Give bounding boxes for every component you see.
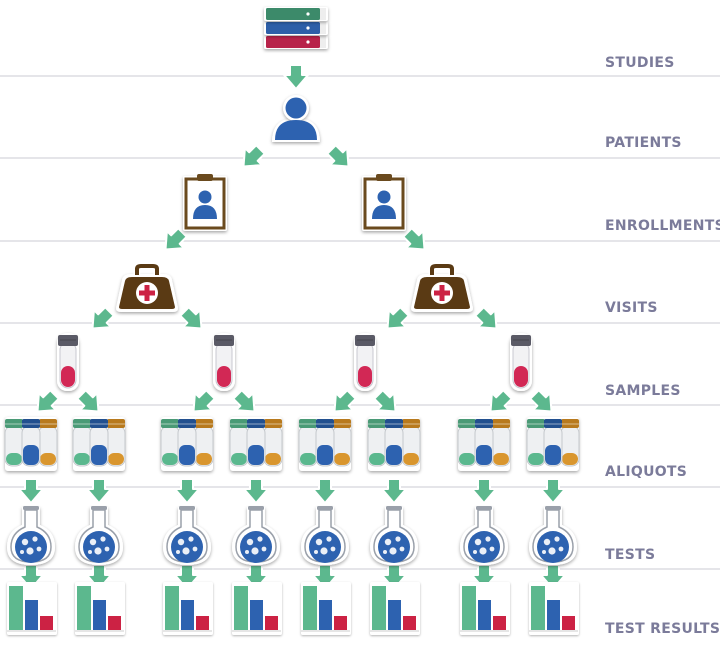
connector-arrow [373, 389, 397, 413]
level-label-samples: SAMPLES [605, 383, 681, 399]
connector-arrow [179, 306, 203, 330]
hierarchy-nodes [4, 7, 580, 635]
connector-arrow [18, 478, 44, 504]
test-tube-icon [57, 333, 79, 391]
level-label-test-results: TEST RESULTS [605, 621, 720, 637]
level-label-patients: PATIENTS [605, 135, 682, 151]
level-labels: STUDIES PATIENTS ENROLLMENTS VISITS SAMP… [605, 55, 720, 637]
connector-arrow [381, 478, 407, 504]
medical-bag-icon [411, 260, 473, 312]
level-separators [0, 75, 720, 570]
level-label-aliquots: ALIQUOTS [605, 464, 687, 480]
aliquot-tubes-icon [160, 417, 214, 471]
bar-chart-icon [75, 582, 125, 635]
aliquot-tubes-icon [72, 417, 126, 471]
connector-arrow [192, 389, 216, 413]
person-icon [272, 95, 320, 142]
clipboard-person-icon [183, 174, 227, 231]
flask-icon [232, 506, 280, 565]
test-tube-icon [354, 333, 376, 391]
test-tube-icon [213, 333, 235, 391]
aliquot-tubes-icon [457, 417, 511, 471]
connector-arrow [91, 306, 115, 330]
connector-arrow [76, 389, 100, 413]
bar-chart-icon [460, 582, 510, 635]
flask-icon [75, 506, 123, 565]
books-stack-icon [264, 7, 328, 49]
bar-chart-icon [163, 582, 213, 635]
aliquot-tubes-icon [298, 417, 352, 471]
bar-chart-icon [7, 582, 57, 635]
flask-icon [301, 506, 349, 565]
connector-arrow [164, 227, 188, 251]
connector-arrow [402, 227, 426, 251]
level-label-visits: VISITS [605, 300, 658, 316]
connector-arrow [489, 389, 513, 413]
aliquot-tubes-icon [4, 417, 58, 471]
aliquot-tubes-icon [526, 417, 580, 471]
connector-arrow [174, 478, 200, 504]
connector-arrow [242, 144, 266, 168]
bar-chart-icon [301, 582, 351, 635]
flask-icon [460, 506, 508, 565]
flask-icon [370, 506, 418, 565]
connector-arrow [540, 478, 566, 504]
flask-icon [163, 506, 211, 565]
bar-chart-icon [232, 582, 282, 635]
connector-arrow [283, 64, 309, 90]
level-label-enrollments: ENROLLMENTS [605, 218, 720, 234]
bar-chart-icon [529, 582, 579, 635]
connector-arrow [326, 144, 350, 168]
level-label-tests: TESTS [605, 547, 655, 563]
connector-arrow [86, 478, 112, 504]
test-tube-icon [510, 333, 532, 391]
connector-arrow [243, 478, 269, 504]
connector-arrow [312, 478, 338, 504]
flask-icon [529, 506, 577, 565]
bar-chart-icon [370, 582, 420, 635]
connector-arrow [386, 306, 410, 330]
connector-arrow [232, 389, 256, 413]
connector-arrow [333, 389, 357, 413]
level-label-studies: STUDIES [605, 55, 675, 71]
connector-arrow [36, 389, 60, 413]
aliquot-tubes-icon [367, 417, 421, 471]
flask-icon [7, 506, 55, 565]
connector-arrow [474, 306, 498, 330]
connector-arrow [529, 389, 553, 413]
connector-arrows [18, 64, 566, 590]
connector-arrow [471, 478, 497, 504]
medical-bag-icon [116, 260, 178, 312]
aliquot-tubes-icon [229, 417, 283, 471]
clipboard-person-icon [362, 174, 406, 231]
